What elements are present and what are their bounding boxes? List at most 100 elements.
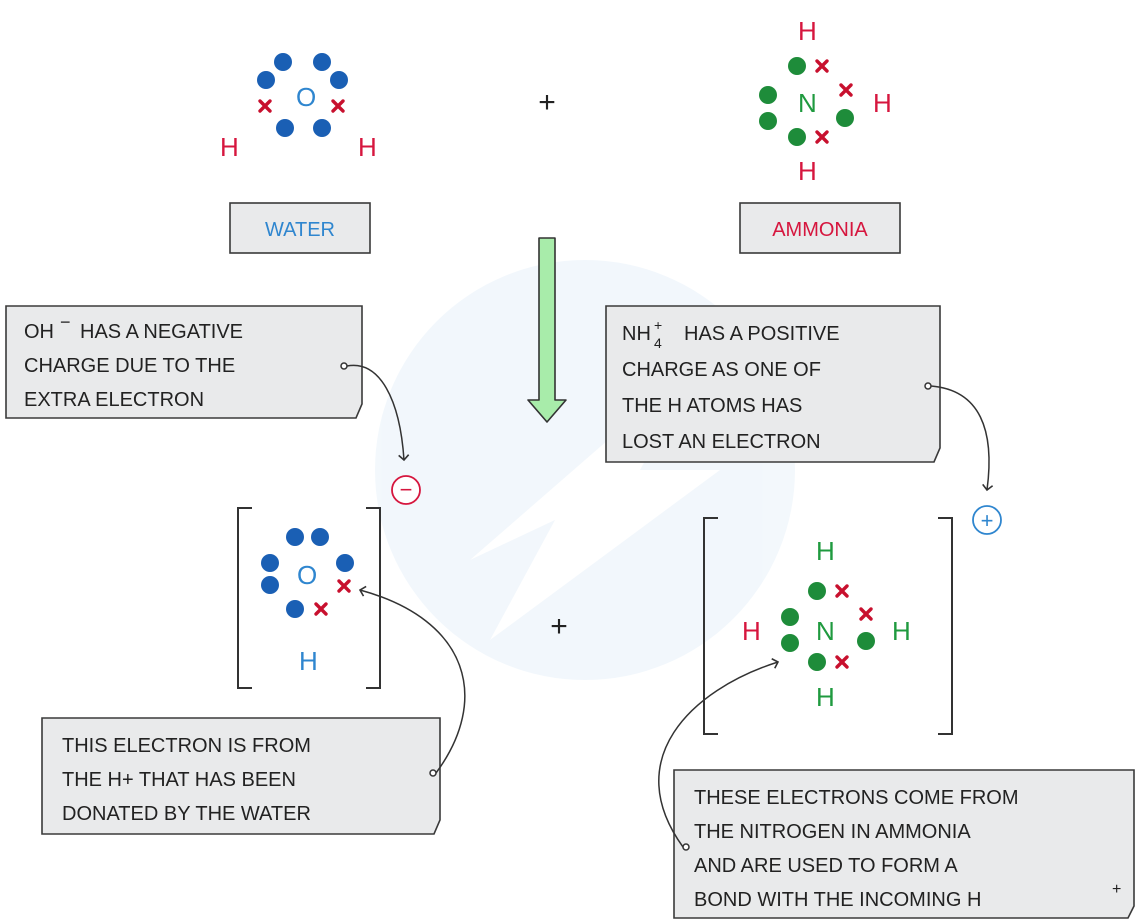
connector-origin [924, 382, 932, 390]
connector-note-to-water-electron [358, 585, 466, 774]
electron-cross [331, 99, 345, 113]
electron-cross [835, 655, 849, 669]
electron-dot [781, 608, 799, 626]
ammonia-electron-dots [759, 57, 854, 146]
ammonium-hydrogen-left: H [742, 616, 761, 646]
nh4-note-line: THE H ATOMS HAS [622, 395, 802, 417]
hydroxide-bracket-right [366, 507, 381, 689]
electron-dot [808, 582, 826, 600]
product-plus-sign: + [550, 610, 568, 643]
electron-dot [857, 632, 875, 650]
electron-dot [261, 576, 279, 594]
electron-dot [286, 528, 304, 546]
reactant-plus-sign: + [538, 86, 556, 119]
connector-nh4-to-plus [930, 385, 994, 492]
oh-note-formula: OH [24, 321, 54, 343]
reaction-arrow [527, 237, 567, 423]
positive-charge-badge: + [972, 505, 1002, 535]
electron-cross [314, 602, 328, 616]
ammonium-ion: H H H H N [703, 517, 953, 735]
hydroxide-bracket-left [237, 507, 252, 689]
electron-cross [839, 83, 853, 97]
electron-dot [759, 112, 777, 130]
ammonia-electron-note-sup: + [1112, 881, 1121, 898]
electron-cross [815, 59, 829, 73]
electron-dot [311, 528, 329, 546]
water-hydrogen-left: H [220, 132, 239, 162]
connector-origin [340, 362, 348, 370]
electron-cross [337, 579, 351, 593]
electron-dot [788, 57, 806, 75]
ammonia-label: AMMONIA [772, 219, 868, 241]
ammonium-nitrogen-symbol: N [816, 616, 835, 646]
ammonium-hydrogen-right: H [892, 616, 911, 646]
electron-dot [336, 554, 354, 572]
hydroxide-hydrogen: H [299, 646, 318, 676]
electron-dot [257, 71, 275, 89]
ammonia-electron-note-line: THESE ELECTRONS COME FROM [694, 787, 1018, 809]
connector-arrows [340, 362, 994, 851]
ammonium-bracket-left [703, 517, 718, 735]
negative-charge-badge: − [391, 475, 421, 505]
oh-note-line: CHARGE DUE TO THE [24, 355, 235, 377]
hydroxide-ion: O H [237, 507, 381, 689]
electron-dot [313, 119, 331, 137]
connector-oh-to-minus [346, 364, 410, 462]
nh4-note-formula-sup: + [654, 317, 662, 333]
hydroxide-oxygen-symbol: O [297, 560, 317, 590]
water-label: WATER [265, 219, 335, 241]
nh4-note-line: HAS A POSITIVE [684, 323, 840, 345]
oh-note-line: HAS A NEGATIVE [80, 321, 243, 343]
connector-note-to-ammonia-electrons [658, 658, 780, 848]
electron-dot [313, 53, 331, 71]
electron-dot [759, 86, 777, 104]
electron-dot [788, 128, 806, 146]
nh4-note-line: CHARGE AS ONE OF [622, 359, 821, 381]
water-electron-note-line: DONATED BY THE WATER [62, 803, 311, 825]
ammonia-hydrogen-right: H [873, 88, 892, 118]
electron-cross [859, 607, 873, 621]
ammonium-electron-dots [781, 582, 875, 671]
nh4-note-line: LOST AN ELECTRON [622, 431, 821, 453]
ammonia-electron-note-line: AND ARE USED TO FORM A [694, 855, 958, 877]
ammonia-hydrogen-bottom: H [798, 156, 817, 186]
ammonia-electron-note-box: THESE ELECTRONS COME FROM THE NITROGEN I… [673, 769, 1135, 919]
electron-dot [808, 653, 826, 671]
ammonia-label-box: AMMONIA [739, 202, 901, 254]
oh-note-formula-sup: − [60, 312, 71, 332]
ammonium-hydrogen-top: H [816, 536, 835, 566]
ammonia-electron-note-line: THE NITROGEN IN AMMONIA [694, 821, 971, 843]
nh4-note-formula-sub: 4 [654, 335, 662, 351]
electron-dot [274, 53, 292, 71]
water-electron-dots [257, 53, 348, 137]
nh4-note-box: NH + 4 HAS A POSITIVE CHARGE AS ONE OF T… [605, 305, 941, 463]
hydroxide-electron-dots [261, 528, 354, 618]
oh-note-line: EXTRA ELECTRON [24, 389, 204, 411]
electron-dot [330, 71, 348, 89]
ammonium-hydrogen-bottom: H [816, 682, 835, 712]
ammonia-nitrogen-symbol: N [798, 88, 817, 118]
water-hydrogen-right: H [358, 132, 377, 162]
positive-charge-symbol: + [981, 508, 994, 533]
ammonia-hydrogen-top: H [798, 16, 817, 46]
negative-charge-symbol: − [400, 477, 413, 502]
nh4-note-formula: NH [622, 323, 651, 345]
ammonium-bracket-right [938, 517, 953, 735]
water-electron-note-line: THE H+ THAT HAS BEEN [62, 769, 296, 791]
electron-dot [836, 109, 854, 127]
electron-cross [258, 99, 272, 113]
water-molecule: O H H [220, 53, 377, 162]
electron-cross [835, 584, 849, 598]
electron-dot [261, 554, 279, 572]
water-electron-note-box: THIS ELECTRON IS FROM THE H+ THAT HAS BE… [41, 717, 441, 835]
connector-origin [429, 769, 437, 777]
electron-dot [276, 119, 294, 137]
electron-cross [815, 130, 829, 144]
water-oxygen-symbol: O [296, 82, 316, 112]
oh-note-box: OH − HAS A NEGATIVE CHARGE DUE TO THE EX… [5, 305, 363, 419]
ammonia-electron-note-line: BOND WITH THE INCOMING H [694, 889, 981, 911]
ammonia-molecule: H H H N [759, 16, 892, 186]
water-electron-note-line: THIS ELECTRON IS FROM [62, 735, 311, 757]
electron-dot [286, 600, 304, 618]
